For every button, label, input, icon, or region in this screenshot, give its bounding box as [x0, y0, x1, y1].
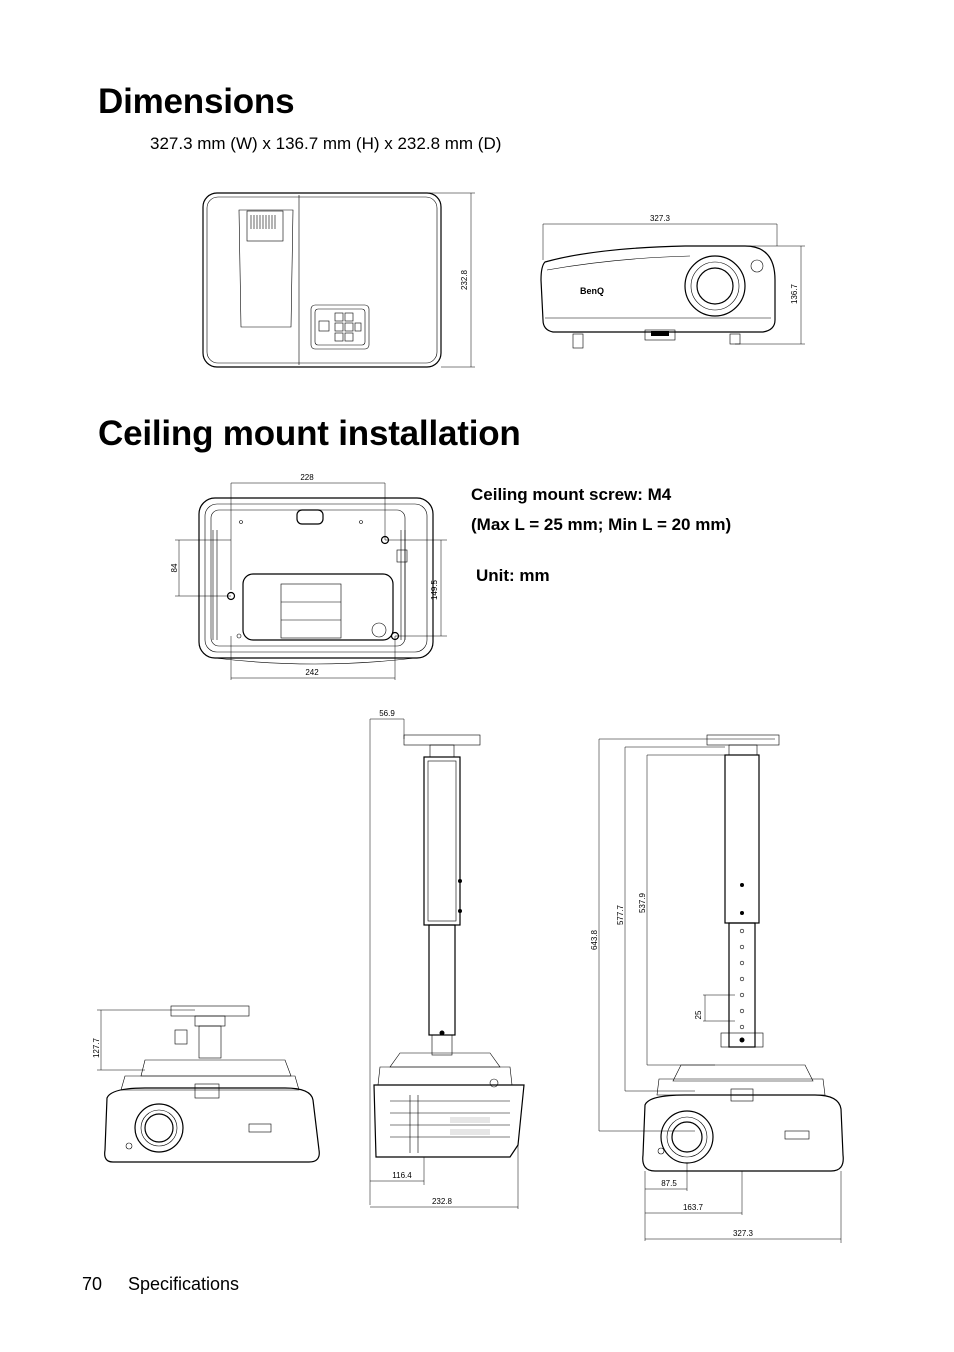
side-half-depth-label: 116.4 — [392, 1171, 412, 1180]
step-label: 25 — [694, 1010, 703, 1019]
ceiling-mount-heading: Ceiling mount installation — [98, 414, 521, 453]
front-view-width-label: 327.3 — [650, 214, 671, 223]
max-height-label: 643.8 — [590, 929, 599, 950]
unit-line: Unit: mm — [476, 566, 550, 585]
half-width-label: 163.7 — [683, 1203, 704, 1212]
projector-front-view: 327.3 BenQ 136.7 — [540, 214, 805, 349]
dimensions-size-line: 327.3 mm (W) x 136.7 mm (H) x 232.8 mm (… — [150, 134, 502, 153]
projector-bottom-view: 228 84 149.5 242 — [170, 473, 447, 680]
top-view-depth-label: 232.8 — [460, 269, 469, 290]
bottom-top-width-label: 228 — [300, 473, 314, 482]
front-view-height-label: 136.7 — [790, 283, 799, 304]
min-height-label: 537.9 — [638, 892, 647, 913]
long-mount-front-view: 643.8 577.7 537.9 25 87.5 163.7 327.3 — [590, 734, 844, 1243]
footer-section: Specifications — [128, 1274, 240, 1294]
bottom-right-height-label: 149.5 — [430, 579, 439, 600]
short-mount-front-view: 127.7 — [92, 1005, 320, 1163]
mid-height-label: 577.7 — [616, 904, 625, 925]
dimensions-heading: Dimensions — [98, 82, 295, 121]
projector-top-view: 232.8 — [202, 192, 475, 368]
screw-spec-line: Ceiling mount screw: M4 — [471, 485, 672, 504]
side-offset-label: 56.9 — [379, 709, 395, 718]
short-height-label: 127.7 — [92, 1037, 101, 1058]
brand-logo: BenQ — [580, 286, 604, 296]
lens-offset-label: 87.5 — [661, 1179, 677, 1188]
long-mount-side-view: 56.9 116.4 232.8 — [369, 709, 525, 1209]
side-depth-label: 232.8 — [432, 1197, 453, 1206]
screw-length-line: (Max L = 25 mm; Min L = 20 mm) — [471, 515, 732, 534]
page-number: 70 — [82, 1274, 103, 1294]
bottom-left-height-label: 84 — [170, 563, 179, 572]
bottom-bottom-width-label: 242 — [305, 668, 319, 677]
front-width-label: 327.3 — [733, 1229, 754, 1238]
